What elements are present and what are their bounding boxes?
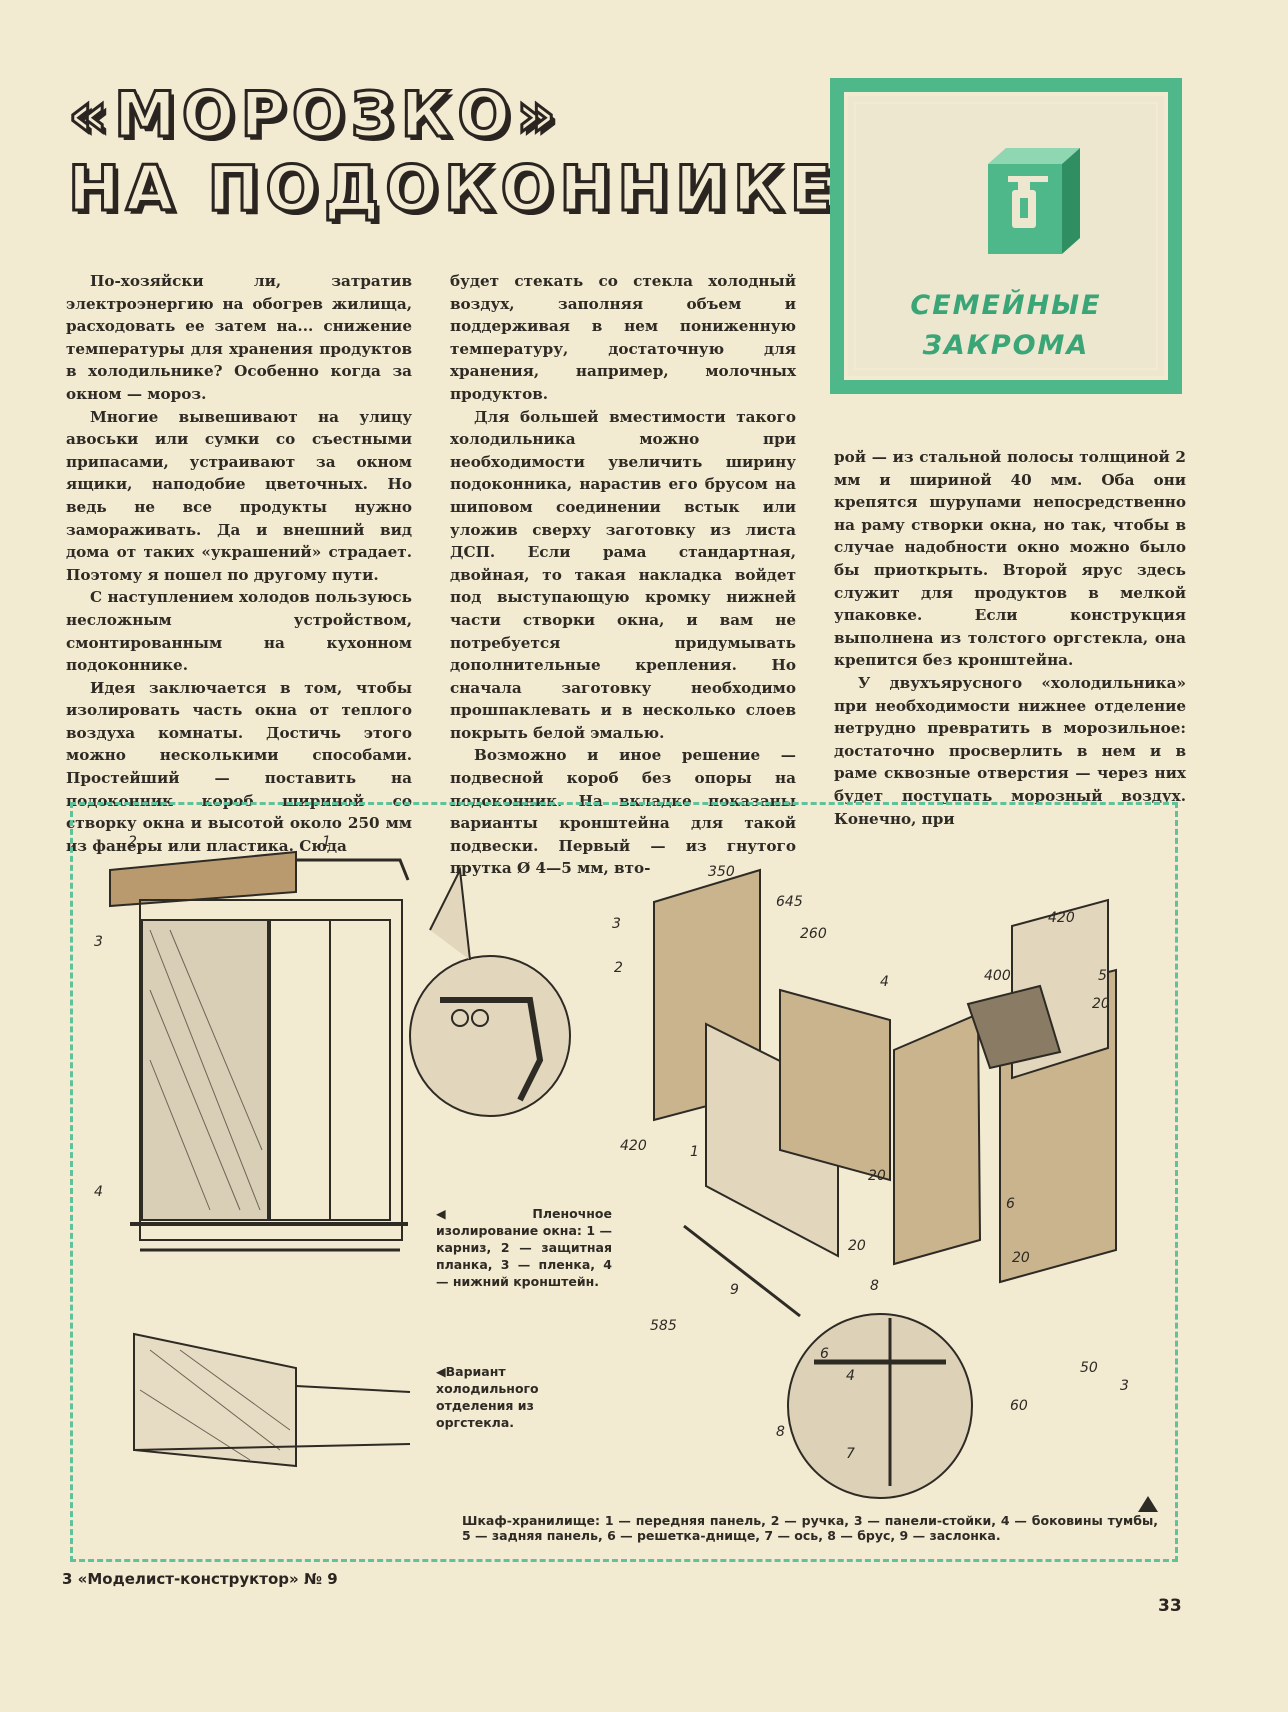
paragraph: будет стекать со стекла холодный воздух,… [450,272,796,403]
callout-5: 5 [1098,968,1107,984]
cabinet-exploded-drawing [653,868,1117,1499]
caption-storage-cabinet: Шкаф-хранилище: 1 — передняя панель, 2 —… [462,1513,1158,1543]
dim-585: 585 [650,1318,677,1334]
callout-7: 7 [846,1446,855,1462]
paragraph: рой — из стальной полосы толщиной 2 мм и… [834,448,1186,670]
callout-3c: 3 [1120,1378,1129,1394]
callout-8: 8 [776,1424,785,1440]
dim-400: 400 [984,968,1011,984]
callout-8b: 8 [870,1278,879,1294]
paragraph: Многие вывешивают на улицу авоськи или с… [66,407,412,584]
dim-20b: 20 [868,1168,886,1184]
paragraph: У двухъярусного «холодильника» при необх… [834,673,1186,828]
dim-50: 50 [1080,1360,1098,1376]
rubric-badge: СЕМЕЙНЫЕ ЗАКРОМА [830,78,1182,394]
rubric-line-1: СЕМЕЙНЫЕ [910,290,1102,321]
callout-4c: 4 [846,1368,855,1384]
column-3: рой — из стальной полосы толщиной 2 мм и… [834,446,1186,830]
callout-2: 2 [128,834,137,850]
running-footer: 3 «Моделист-конструктор» № 9 [62,1570,338,1588]
rubric-frame: СЕМЕЙНЫЕ ЗАКРОМА [844,92,1168,380]
title-line-2: НА ПОДОКОННИКЕ [66,151,839,227]
callout-3: 3 [94,934,103,950]
callout-9: 9 [730,1282,739,1298]
callout-3b: 3 [612,916,621,932]
window-film-drawing [109,850,410,1252]
callout-4: 4 [94,1184,103,1200]
callout-6b: 6 [820,1346,829,1362]
dim-20c: 20 [848,1238,866,1254]
rubric-text: СЕМЕЙНЫЕ ЗАКРОМА [848,286,1164,366]
dim-350: 350 [708,864,735,880]
dim-20d: 20 [1012,1250,1030,1266]
callout-2b: 2 [614,960,623,976]
storage-cube-icon [988,148,1080,254]
paragraph: Возможно и иное решение — подвесной коро… [450,746,796,878]
callout-1b: 1 [690,1144,699,1160]
dim-20a: 20 [1092,996,1110,1012]
page-number: 33 [1158,1596,1182,1616]
rubric-line-2: ЗАКРОМА [922,330,1090,361]
callout-6: 6 [1006,1196,1015,1212]
column-2: будет стекать со стекла холодный воздух,… [450,270,796,880]
bracket-detail-drawing [409,866,571,1117]
caption-film-insulation: ◀Пленочное изолирование окна: 1 — карниз… [436,1206,612,1289]
title-line-1: «МОРОЗКО» [66,77,563,153]
dim-260: 260 [800,926,827,942]
illustration-frame [70,802,1178,1562]
triangle-marker-icon [1138,1496,1158,1512]
callout-4b: 4 [880,974,889,990]
callout-1: 1 [322,834,331,850]
dim-420: 420 [620,1138,647,1154]
paragraph: По-хозяйски ли, затратив электроэнергию … [66,272,412,403]
column-1: По-хозяйски ли, затратив электроэнергию … [66,270,412,857]
paragraph: Для большей вместимости такого холодильн… [450,407,796,742]
plexiglass-variant-drawing [133,1332,411,1468]
paragraph: С наступлением холодов пользуюсь несложн… [66,588,412,675]
dim-420b: 420 [1048,910,1075,926]
caption-plexiglass-variant: ◀Вариант холодильного отделения из оргст… [436,1364,539,1430]
dim-645: 645 [776,894,803,910]
paragraph: Идея заключается в том, чтобы изолироват… [66,678,412,855]
dim-60: 60 [1010,1398,1028,1414]
